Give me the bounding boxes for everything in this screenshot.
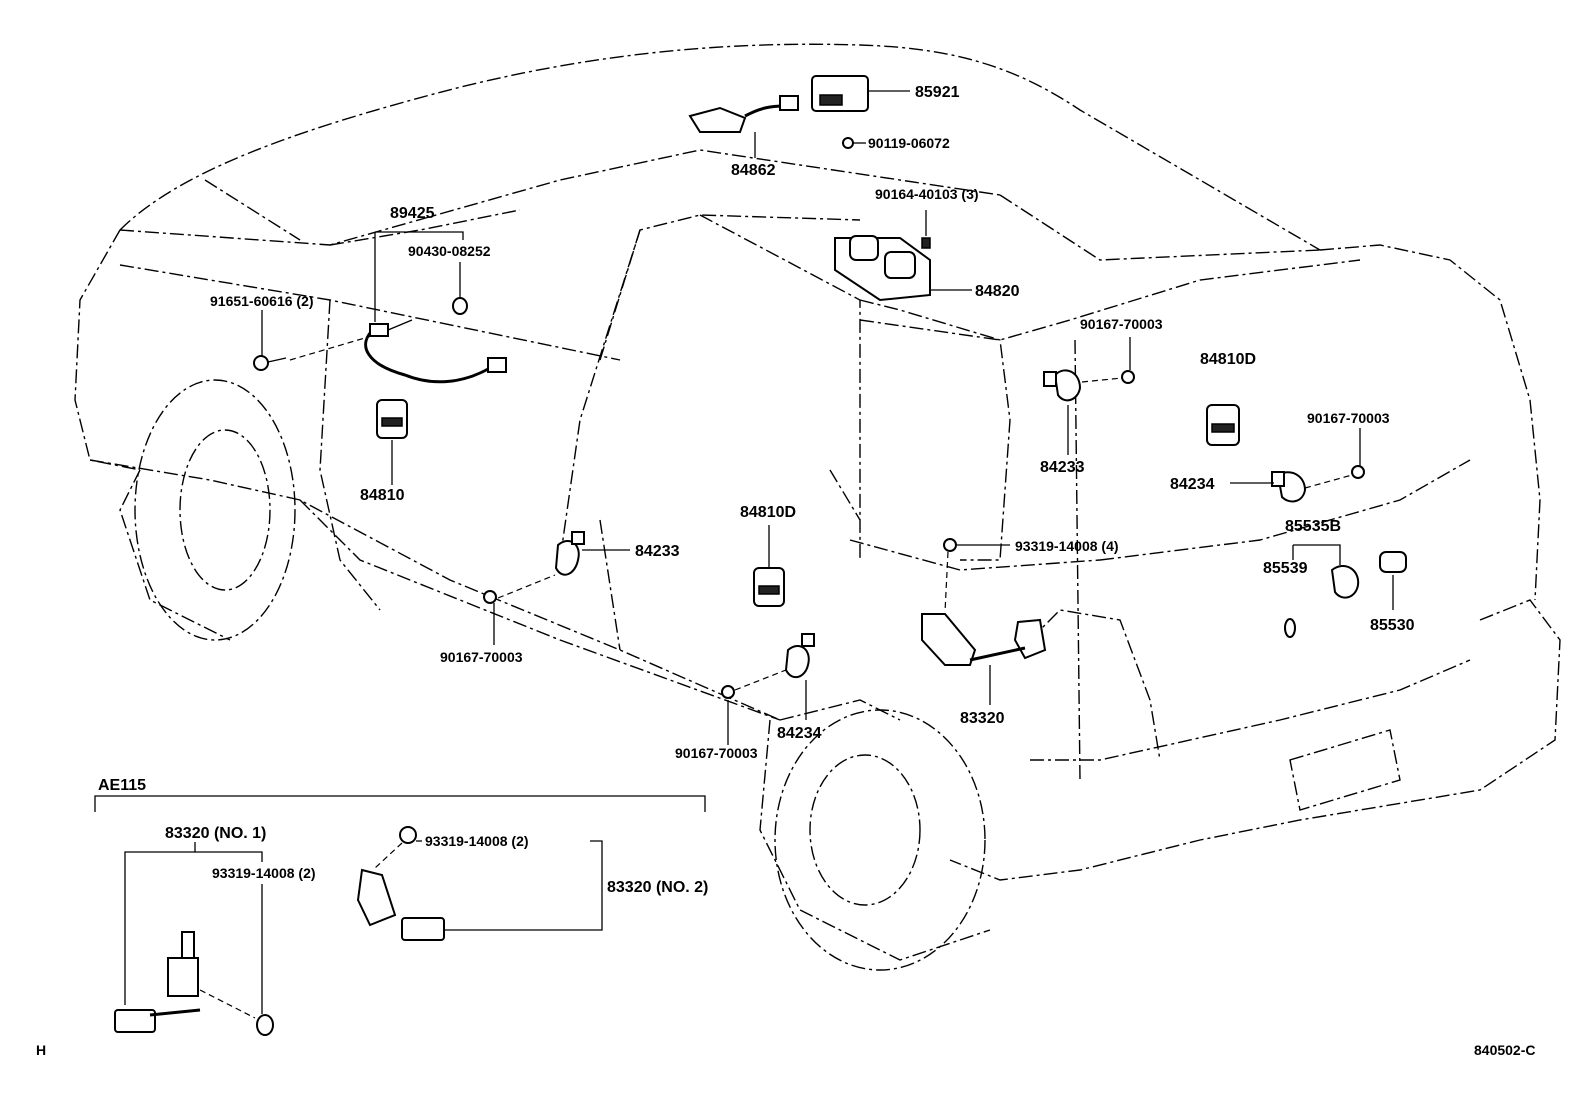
part-84810D-center-shape — [753, 567, 785, 607]
label-85535B: 85535B — [1285, 518, 1341, 535]
part-84233-left-shape — [554, 531, 585, 576]
label-83320-no2: 83320 (NO. 2) — [607, 879, 708, 896]
part-90164-40103-shape — [921, 237, 931, 249]
part-90167-70003-right-top-shape — [1121, 370, 1135, 384]
part-90167-70003-center-shape — [721, 685, 735, 699]
part-labels: 85921 90119-06072 84862 90164-40103 (3) … — [210, 84, 1415, 761]
part-90430-08252-shape — [452, 297, 468, 315]
label-84234-right: 84234 — [1170, 476, 1215, 493]
part-84810D-right-shape — [1206, 404, 1240, 446]
part-83320-no1-shape — [114, 931, 274, 1036]
label-93319-14008-2b: 93319-14008 (2) — [425, 833, 529, 849]
label-83320: 83320 — [960, 710, 1005, 727]
footer-left-code: H — [36, 1042, 46, 1058]
label-90119-06072: 90119-06072 — [868, 135, 950, 151]
label-90167-70003-right-top: 90167-70003 — [1080, 316, 1163, 332]
label-84862: 84862 — [731, 162, 776, 179]
part-84862-shape — [688, 95, 799, 133]
label-83320-no1: 83320 (NO. 1) — [165, 825, 266, 842]
part-83320-shape — [921, 613, 1047, 666]
inset-ae115: AE115 83320 (NO. 1) 93319-14008 (2) 9331… — [94, 777, 708, 1036]
part-84233-right-shape — [1043, 369, 1082, 402]
inset-title: AE115 — [98, 777, 146, 794]
label-91651-60616: 91651-60616 (2) — [210, 293, 314, 309]
label-84233-left: 84233 — [635, 543, 680, 560]
part-84810-shape — [376, 399, 408, 439]
label-90164-40103: 90164-40103 (3) — [875, 186, 979, 202]
label-84233-right: 84233 — [1040, 459, 1085, 476]
label-84810D-right: 84810D — [1200, 351, 1256, 368]
part-84234-right-shape — [1271, 471, 1307, 503]
label-89425: 89425 — [390, 205, 435, 222]
part-90119-06072-shape — [842, 137, 854, 149]
label-85921: 85921 — [915, 84, 960, 101]
label-90167-70003-left: 90167-70003 — [440, 649, 523, 665]
part-84820-shape — [834, 235, 931, 302]
leader-lines — [261, 90, 1394, 745]
label-90430-08252: 90430-08252 — [408, 243, 491, 259]
label-93319-14008-2a: 93319-14008 (2) — [212, 865, 316, 881]
part-85530-shape — [1379, 551, 1407, 573]
label-85539: 85539 — [1263, 560, 1308, 577]
label-84820: 84820 — [975, 283, 1020, 300]
label-85530: 85530 — [1370, 617, 1415, 634]
part-83320-no2-shape — [356, 826, 445, 941]
diagram-code: 840502-C — [1474, 1042, 1536, 1058]
part-93319-14008-shape — [943, 538, 957, 552]
part-85535B-shape — [1330, 565, 1360, 599]
part-90167-70003-left-shape — [483, 590, 497, 604]
label-90167-70003-center: 90167-70003 — [675, 745, 758, 761]
vehicle-body-outline — [74, 43, 1561, 971]
label-93319-14008-4: 93319-14008 (4) — [1015, 538, 1119, 554]
label-84810: 84810 — [360, 487, 405, 504]
label-84234-center: 84234 — [777, 725, 822, 742]
part-84234-center-shape — [784, 633, 815, 679]
part-90167-70003-right-mid-shape — [1351, 465, 1365, 479]
label-90167-70003-right-mid: 90167-70003 — [1307, 410, 1390, 426]
part-85539-shape — [1284, 618, 1296, 638]
part-85921-shape — [811, 75, 869, 112]
part-91651-60616-shape — [253, 355, 287, 371]
part-89425-shape — [364, 319, 507, 384]
label-84810D-center: 84810D — [740, 504, 796, 521]
